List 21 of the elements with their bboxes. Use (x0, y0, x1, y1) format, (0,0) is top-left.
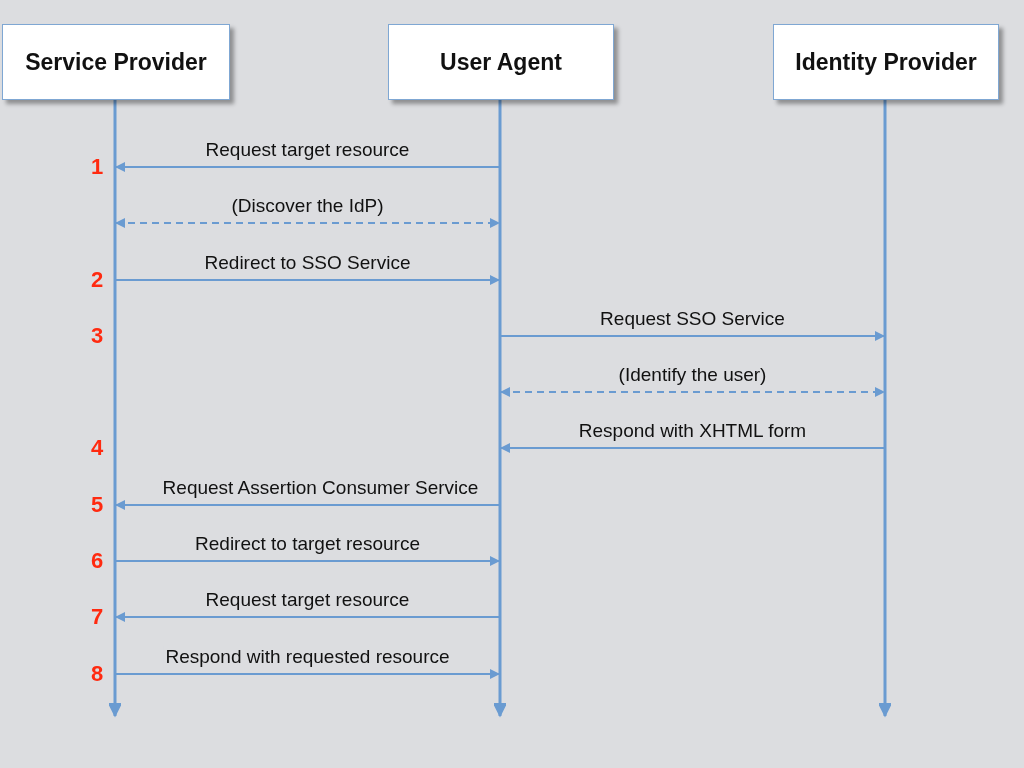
message-arrow (115, 500, 500, 510)
message-arrow (115, 275, 500, 285)
step-number: 2 (90, 268, 104, 292)
step-number: 1 (90, 155, 104, 179)
step-number: 5 (90, 493, 104, 517)
step-number: 6 (90, 549, 104, 573)
participant-box: User Agent (388, 24, 614, 100)
message-arrow (115, 218, 500, 228)
step-number: 4 (90, 436, 104, 460)
message-arrow (500, 387, 885, 397)
message-arrow (115, 162, 500, 172)
message-arrow (115, 556, 500, 566)
message-arrow (500, 443, 885, 453)
message-arrow (500, 331, 885, 341)
message-arrow (115, 612, 500, 622)
step-number: 7 (90, 605, 104, 629)
participant-box: Identity Provider (773, 24, 999, 100)
step-number: 8 (90, 662, 104, 686)
participant-box: Service Provider (2, 24, 230, 100)
step-number: 3 (90, 324, 104, 348)
message-arrow (115, 669, 500, 679)
